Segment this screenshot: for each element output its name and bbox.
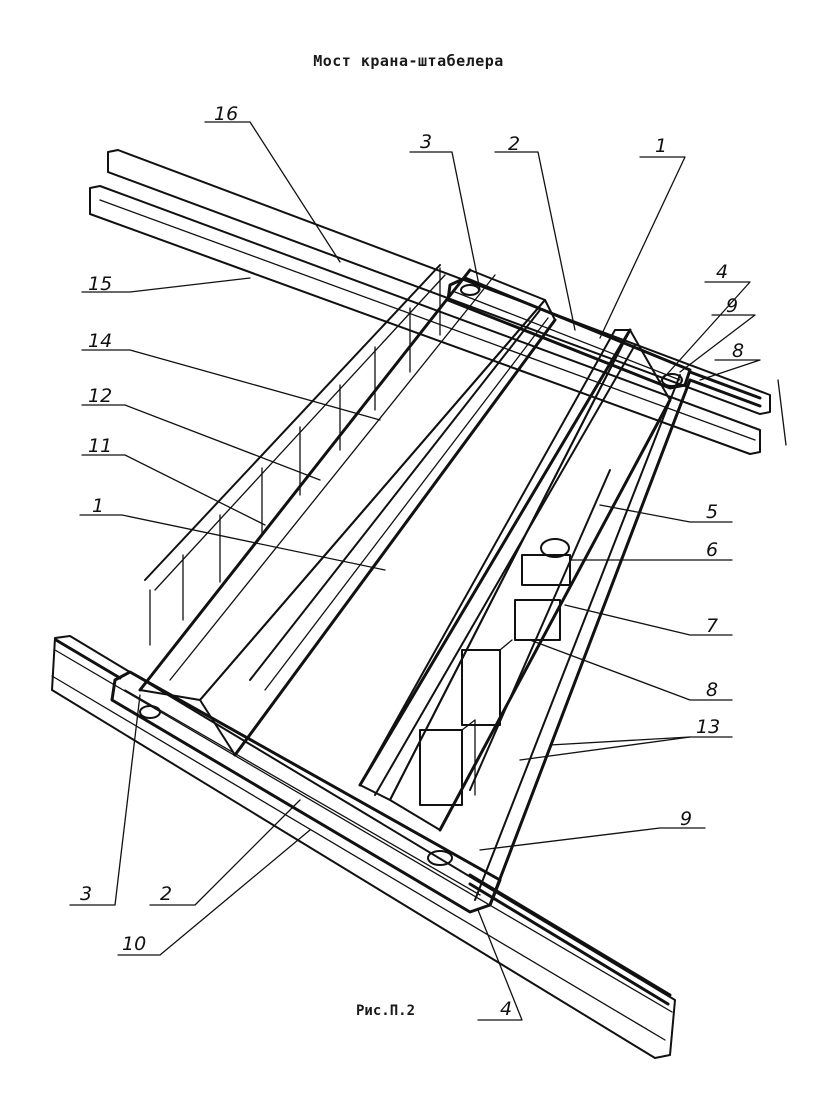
label-14: 14 — [88, 330, 112, 352]
walkway-railing — [144, 264, 446, 646]
wheels — [139, 284, 683, 866]
label-16: 16 — [214, 103, 238, 125]
label-6: 6 — [706, 539, 718, 561]
bottom-rail — [51, 635, 676, 1059]
label-9-bottom: 9 — [680, 808, 692, 830]
label-7: 7 — [706, 615, 718, 637]
label-10: 10 — [122, 933, 146, 955]
leader-lines — [69, 121, 761, 1021]
label-4-bottom: 4 — [500, 998, 512, 1020]
part-labels: 16 3 2 1 15 4 9 8 14 12 11 1 5 6 7 8 13 … — [80, 103, 744, 1020]
label-11: 11 — [88, 435, 112, 457]
label-12: 12 — [88, 385, 112, 407]
label-1-left: 1 — [92, 495, 104, 517]
label-4-right: 4 — [716, 261, 728, 283]
label-2-bottom: 2 — [160, 883, 172, 905]
label-3-bottom: 3 — [80, 883, 92, 905]
figure-caption: Рис.П.2 — [356, 1003, 416, 1019]
label-8-right-top: 8 — [732, 340, 744, 362]
label-1-top: 1 — [655, 135, 667, 157]
label-15: 15 — [88, 273, 112, 295]
label-9-right: 9 — [726, 295, 738, 317]
bridge-frame — [110, 268, 692, 914]
diagram-title: Мост крана-штабелера — [313, 52, 504, 70]
label-3-top: 3 — [420, 131, 432, 153]
label-2-top: 2 — [508, 133, 520, 155]
label-8-right: 8 — [706, 679, 718, 701]
label-13: 13 — [696, 716, 720, 738]
top-rail — [89, 149, 787, 455]
drive-mechanism — [419, 469, 611, 806]
label-5: 5 — [706, 501, 718, 523]
